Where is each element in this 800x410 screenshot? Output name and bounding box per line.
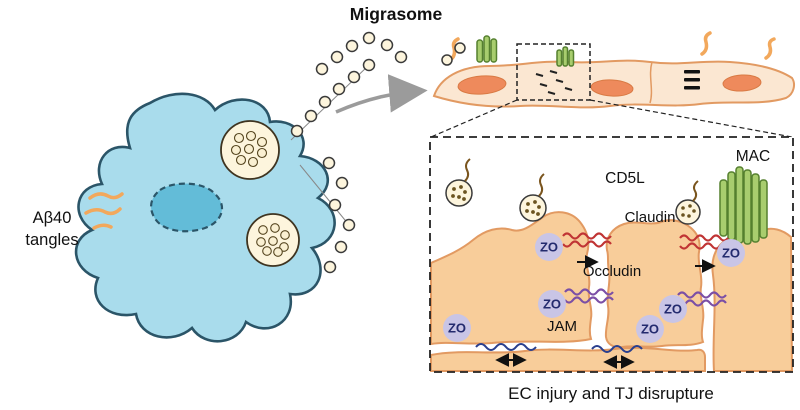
claudin-label: Claudin xyxy=(625,209,676,226)
zo-label-5: ZO xyxy=(448,321,466,336)
transfer-arrow xyxy=(335,74,428,114)
zo-label-4: ZO xyxy=(664,302,682,317)
abeta-tangles-icon xyxy=(84,192,124,230)
zo-label-3: ZO xyxy=(543,297,561,312)
abeta-label-line1: Aβ40 xyxy=(33,209,72,227)
zo-label-2: ZO xyxy=(722,246,740,261)
mac-complex-small-2-icon xyxy=(556,46,575,67)
occludin-label: Occludin xyxy=(583,263,641,280)
detail-migrasome-1 xyxy=(445,158,473,207)
source-cell-nucleus xyxy=(150,182,224,233)
zoom-rect xyxy=(516,43,591,101)
zo-label-6: ZO xyxy=(641,322,659,337)
strip-migrasome-2 xyxy=(441,54,453,66)
ec-junction-line xyxy=(649,61,653,104)
claudin-left-icon xyxy=(562,232,612,248)
cd5l-label: CD5L xyxy=(605,170,645,187)
zo-label-1: ZO xyxy=(540,240,558,255)
zo-complex-2: ZO xyxy=(717,239,745,267)
detail-migrasome-2 xyxy=(519,173,547,222)
source-cell xyxy=(74,92,336,343)
zo-complex-6: ZO xyxy=(636,315,664,343)
jam-label: JAM xyxy=(547,318,577,335)
zo-complex-3: ZO xyxy=(538,290,566,318)
cd5l-squiggle-2-icon xyxy=(538,173,545,197)
abeta-label-line2: tangles xyxy=(25,231,78,249)
detail-cell-bottom xyxy=(430,346,706,372)
occludin-left-icon xyxy=(564,288,614,304)
ec-nucleus-3 xyxy=(722,74,762,92)
cd5l-squiggle-3-icon xyxy=(692,180,699,202)
strip-migrasome-1 xyxy=(454,42,466,54)
cd5l-squiggle-1-icon xyxy=(464,158,471,182)
ec-nucleus-2 xyxy=(590,79,634,97)
mac-complex-icon xyxy=(719,166,768,245)
multivesicular-body-2 xyxy=(246,213,300,267)
jam-left-icon xyxy=(475,343,537,351)
zo-complex-4: ZO xyxy=(659,295,687,323)
ec-debris-dashes-icon xyxy=(535,70,573,95)
ec-nucleus-1 xyxy=(457,75,507,95)
caption-label: EC injury and TJ disrupture xyxy=(508,384,714,403)
occludin-right-icon xyxy=(677,291,727,307)
zo-complex-5: ZO xyxy=(443,314,471,342)
detail-migrasome-3 xyxy=(675,180,701,225)
tight-junction-marks-icon xyxy=(684,70,700,90)
migrasome-label: Migrasome xyxy=(350,4,443,24)
zoom-connector-right xyxy=(589,99,793,138)
multivesicular-body-1 xyxy=(220,120,280,180)
mac-label: MAC xyxy=(736,148,770,165)
mac-complex-small-icon xyxy=(476,35,498,63)
migrasome-trail xyxy=(290,31,408,274)
ec-abeta-flames-icon xyxy=(448,31,776,62)
jam-right-icon xyxy=(591,345,643,353)
zo-complex-1: ZO xyxy=(535,233,563,261)
endothelium-strip xyxy=(432,31,795,109)
